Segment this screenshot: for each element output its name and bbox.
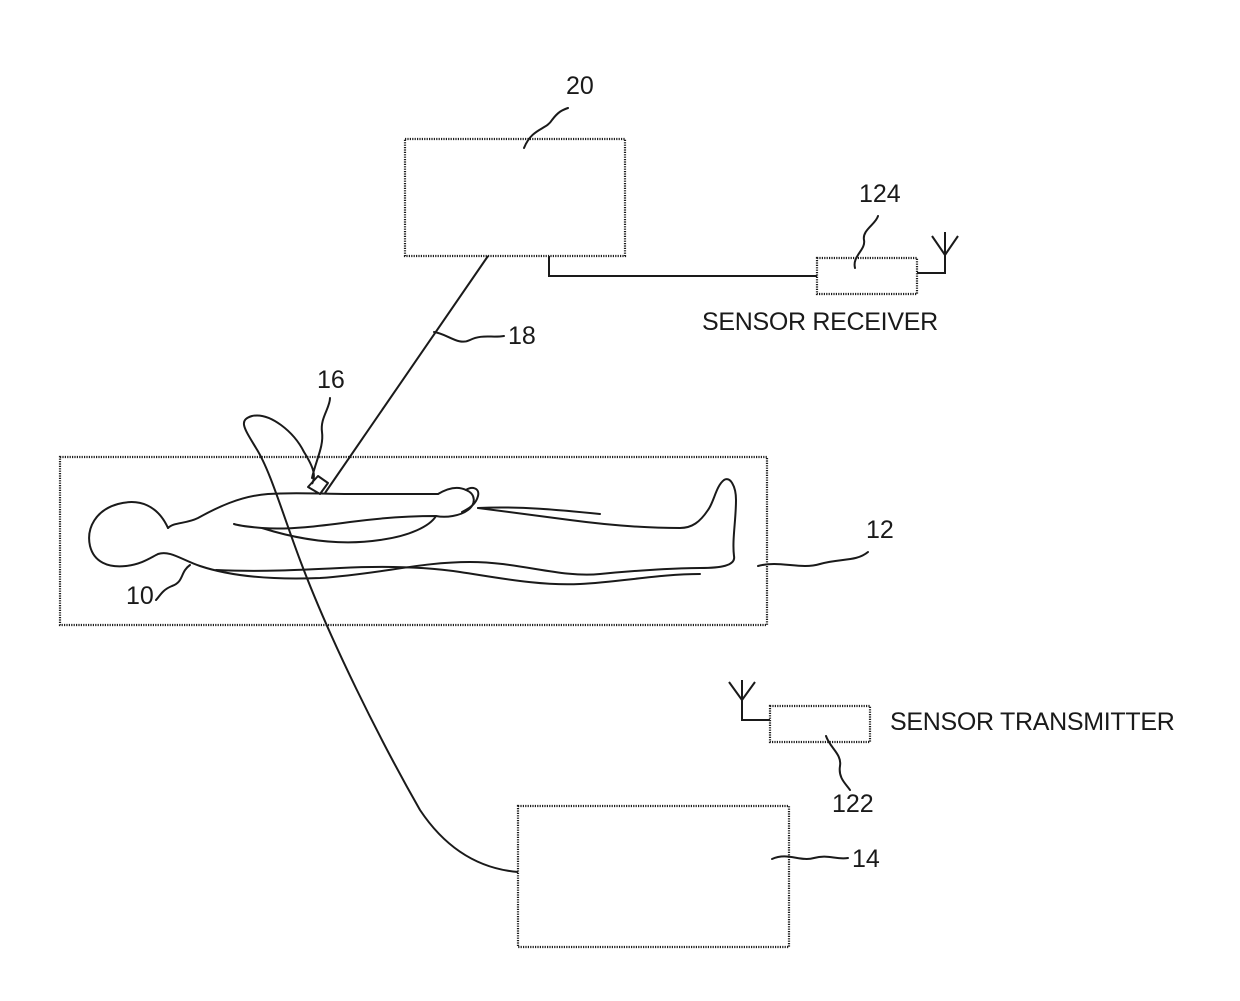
table-box-12 bbox=[60, 457, 767, 625]
receiver-antenna-stub bbox=[917, 241, 945, 273]
receiver-connection-line bbox=[549, 256, 817, 276]
leader-16 bbox=[312, 398, 330, 478]
leader-124 bbox=[855, 216, 878, 268]
leader-122 bbox=[826, 736, 850, 790]
leader-10 bbox=[156, 565, 190, 600]
leader-14 bbox=[772, 856, 848, 859]
leader-12 bbox=[758, 552, 868, 566]
ref-label-18: 18 bbox=[508, 322, 536, 350]
unit-cable-loop bbox=[244, 415, 518, 872]
sensor-transmitter-caption: SENSOR TRANSMITTER bbox=[890, 708, 1174, 736]
console-box-20 bbox=[405, 139, 625, 256]
ref-label-12: 12 bbox=[866, 516, 894, 544]
leader-18 bbox=[434, 332, 504, 342]
ref-label-14: 14 bbox=[852, 845, 880, 873]
ref-label-124: 124 bbox=[859, 180, 901, 208]
leader-20 bbox=[524, 108, 568, 148]
ref-label-10: 10 bbox=[126, 582, 154, 610]
ref-label-20: 20 bbox=[566, 72, 594, 100]
ref-label-16: 16 bbox=[317, 366, 345, 394]
sensor-transmitter-box-122 bbox=[770, 706, 870, 742]
sensor-receiver-box-124 bbox=[817, 258, 917, 294]
unit-box-14 bbox=[518, 806, 789, 947]
ref-label-122: 122 bbox=[832, 790, 874, 818]
sensor-receiver-caption: SENSOR RECEIVER bbox=[702, 308, 938, 336]
